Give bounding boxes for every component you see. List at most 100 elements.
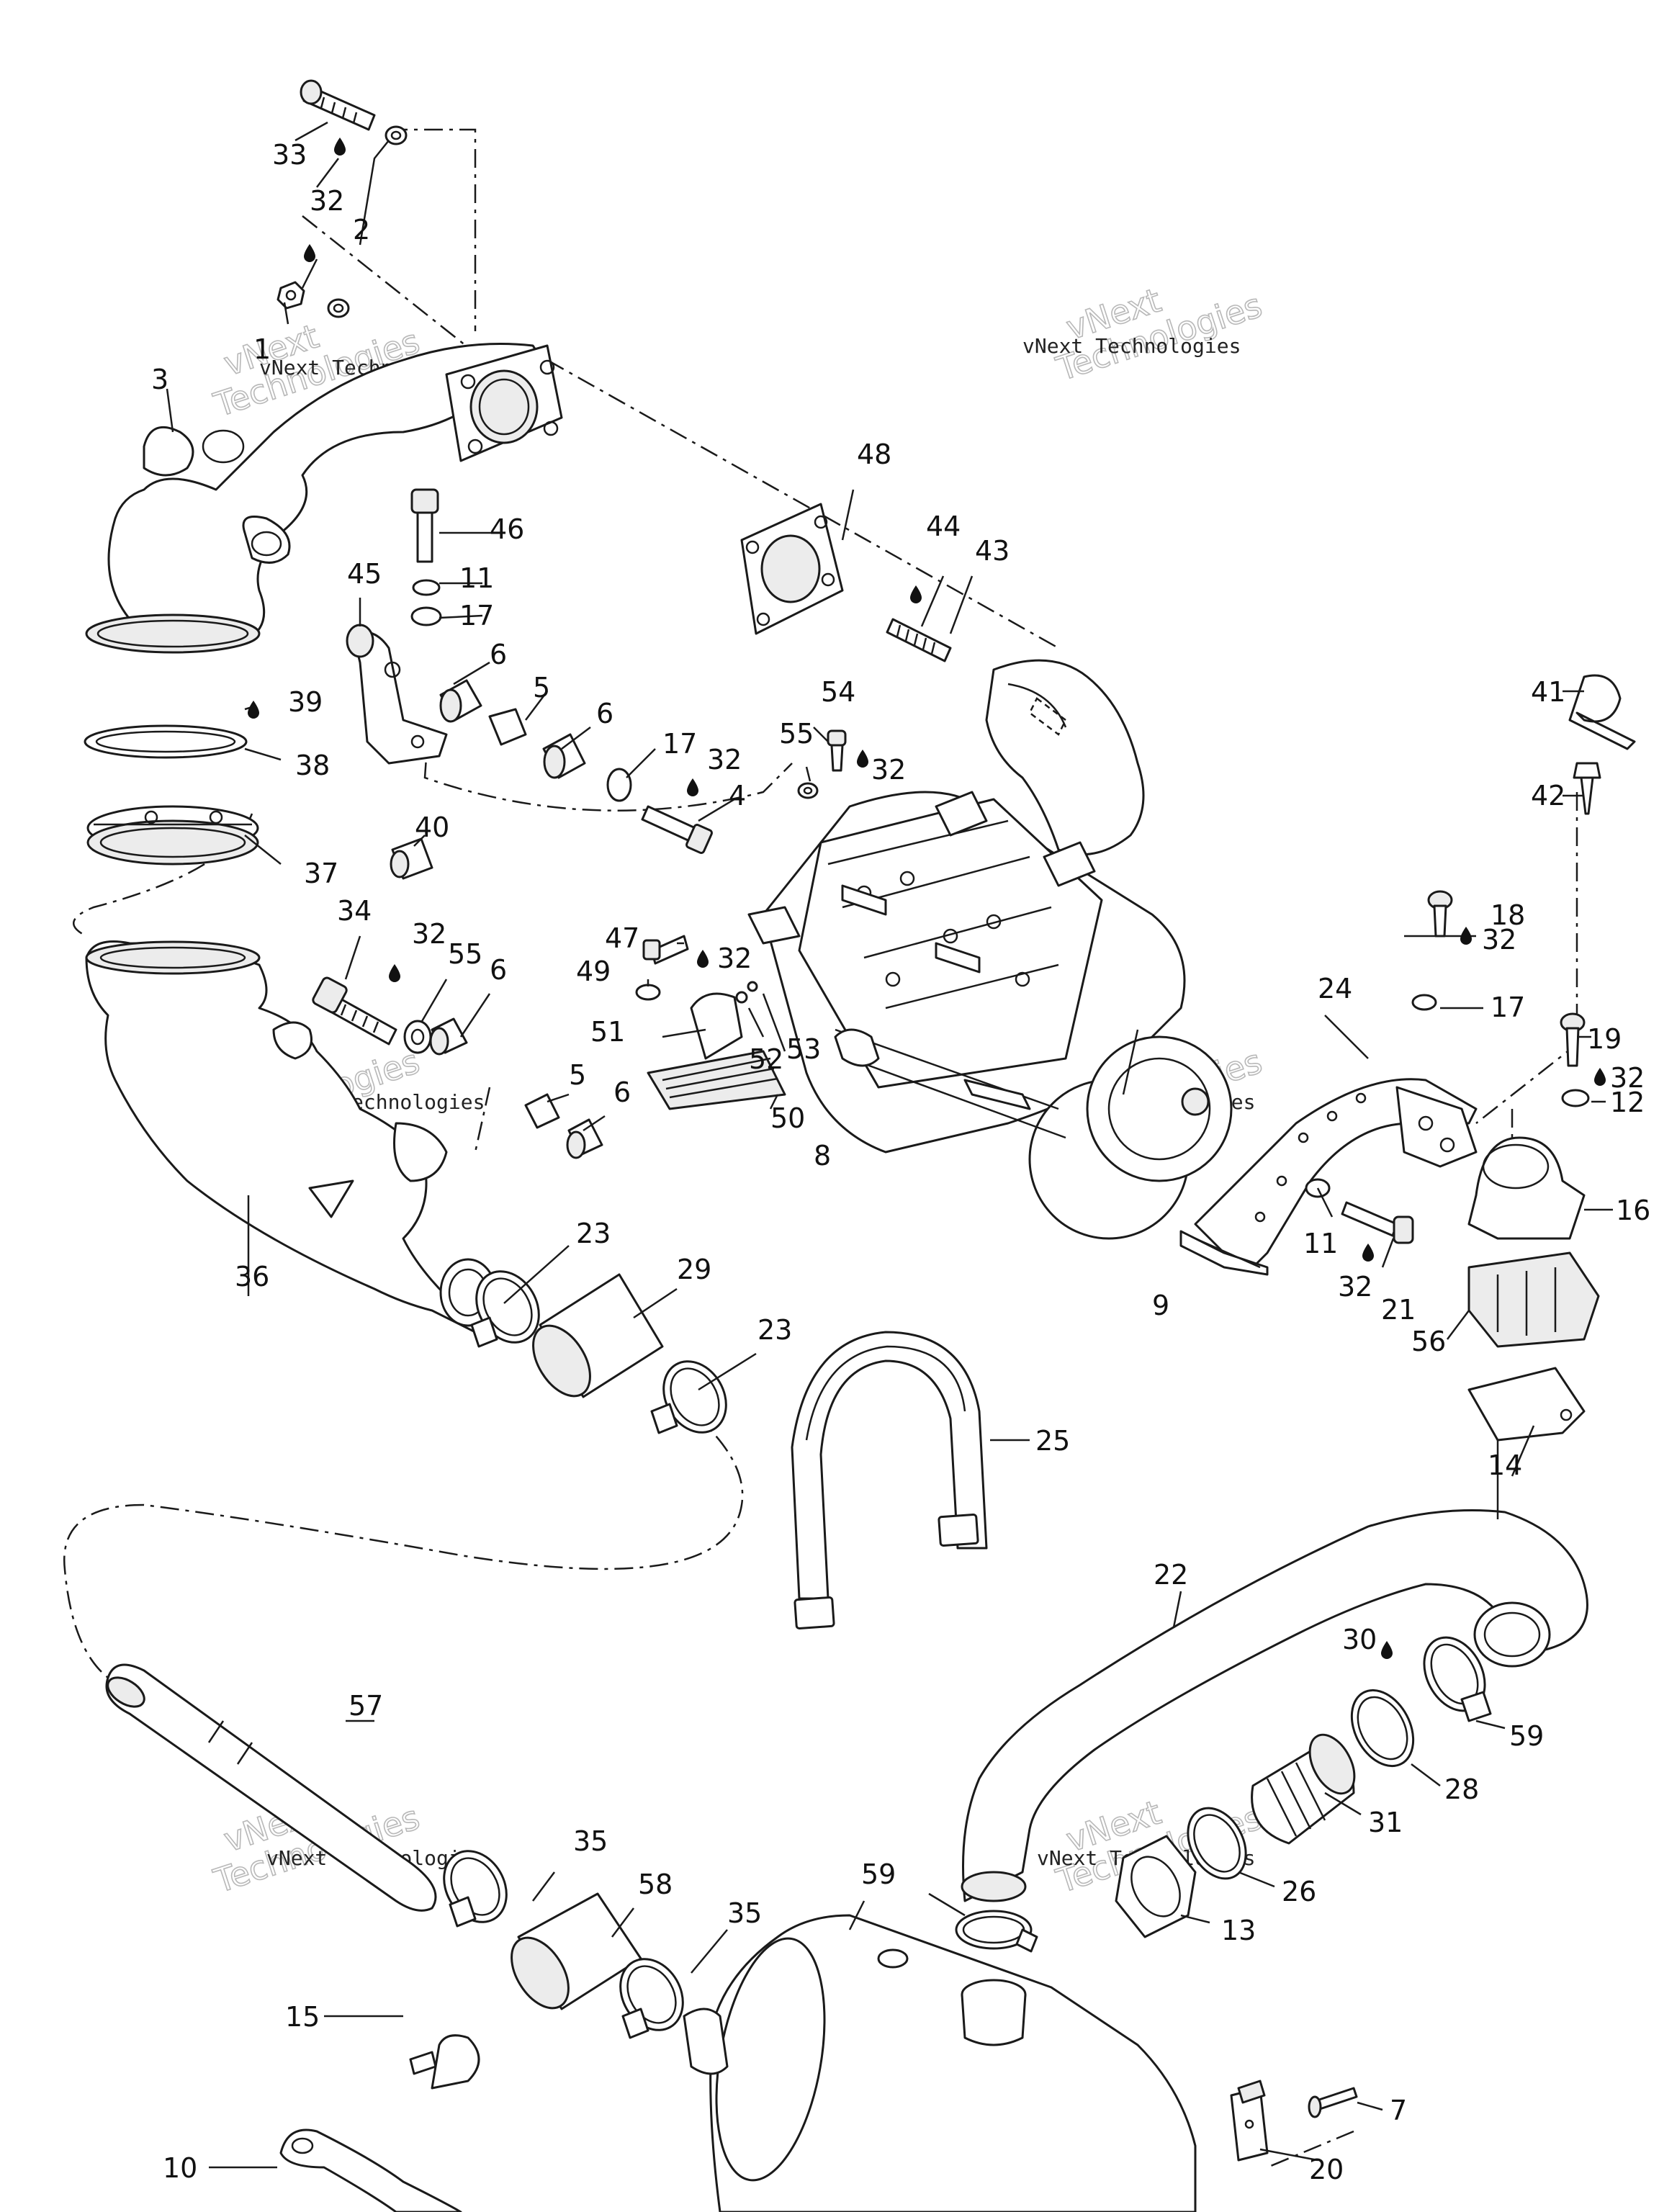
callout-59: 59 <box>861 1858 896 1890</box>
callout-41: 41 <box>1531 676 1565 708</box>
callout-17: 17 <box>1491 992 1525 1023</box>
callout-15: 15 <box>285 2001 320 2033</box>
lubricant-drop-icon <box>304 244 315 262</box>
callout-40: 40 <box>415 811 449 843</box>
leader-lines <box>166 121 1613 2169</box>
callout-14: 14 <box>1488 1449 1522 1481</box>
callout-44: 44 <box>926 511 961 542</box>
callout-35: 35 <box>573 1825 608 1857</box>
callout-20: 20 <box>1309 2154 1344 2185</box>
gasket-48 <box>740 503 844 635</box>
callout-1: 1 <box>253 333 271 365</box>
callout-22: 22 <box>1154 1559 1188 1591</box>
callout-50: 50 <box>770 1102 805 1134</box>
callout-48: 48 <box>857 439 891 470</box>
callout-8: 8 <box>814 1140 831 1172</box>
outlet-hose-22 <box>961 1509 1588 1902</box>
callout-45: 45 <box>347 558 382 590</box>
bracket-45 <box>346 488 448 765</box>
lubricant-drop-icon <box>857 750 868 768</box>
callout-2: 2 <box>353 214 370 246</box>
callout-57: 57 <box>349 1690 383 1722</box>
callout-26: 26 <box>1282 1876 1316 1907</box>
callout-32: 32 <box>412 918 446 950</box>
callout-55: 55 <box>779 718 814 750</box>
callout-23: 23 <box>576 1218 611 1249</box>
engine-assembly <box>747 659 1233 1240</box>
heat-shield <box>1179 1078 1478 1276</box>
callout-30: 30 <box>1342 1624 1377 1655</box>
callout-24: 24 <box>1318 973 1352 1004</box>
callout-6: 6 <box>613 1076 631 1108</box>
spacer-stack <box>439 679 714 855</box>
muffler-bracket <box>279 2034 480 2212</box>
callout-32: 32 <box>871 754 906 786</box>
callout-58: 58 <box>638 1869 673 1900</box>
callout-13: 13 <box>1221 1915 1256 1946</box>
callout-47: 47 <box>605 922 639 954</box>
lubricant-drop-icon <box>389 964 400 982</box>
callout-11: 11 <box>1303 1228 1338 1259</box>
callout-51: 51 <box>590 1016 625 1048</box>
callout-11: 11 <box>459 562 494 594</box>
callout-43: 43 <box>975 535 1010 567</box>
callout-31: 31 <box>1368 1807 1403 1838</box>
callout-5: 5 <box>533 672 550 703</box>
callout-7: 7 <box>1390 2095 1407 2126</box>
gasket-and-clamp <box>84 724 433 880</box>
callout-49: 49 <box>576 956 611 987</box>
callout-23: 23 <box>757 1314 792 1346</box>
callout-39: 39 <box>288 686 323 718</box>
callout-55: 55 <box>448 938 482 970</box>
coupler-29 <box>470 1270 727 1434</box>
callout-36: 36 <box>235 1261 269 1292</box>
callout-4: 4 <box>729 780 746 811</box>
lubricant-drop-icon <box>910 585 922 603</box>
callout-32: 32 <box>1482 924 1516 956</box>
outlet-fittings <box>955 1636 1492 1953</box>
callout-32: 32 <box>707 744 742 775</box>
callout-21: 21 <box>1381 1294 1416 1326</box>
callout-17: 17 <box>459 600 494 631</box>
screw-54 <box>797 729 847 799</box>
lubricant-drop-icon <box>697 950 709 968</box>
callout-6: 6 <box>490 639 507 670</box>
lubricant-drop-icon <box>248 701 259 719</box>
lubricant-drop-icon <box>1362 1244 1374 1262</box>
lubricant-drop-icon <box>1594 1068 1606 1086</box>
callout-52: 52 <box>749 1043 783 1075</box>
callout-10: 10 <box>163 2152 197 2184</box>
callout-37: 37 <box>304 858 338 889</box>
callout-34: 34 <box>337 895 372 927</box>
engine-mounts <box>1411 674 1636 1442</box>
top-fasteners <box>276 79 408 318</box>
callout-19: 19 <box>1587 1023 1622 1055</box>
callout-56: 56 <box>1411 1326 1446 1357</box>
callout-17: 17 <box>662 728 697 760</box>
callout-32: 32 <box>717 943 752 974</box>
callout-32: 32 <box>310 185 344 217</box>
callout-28: 28 <box>1444 1773 1479 1805</box>
lubricant-drop-icon <box>1460 927 1472 945</box>
rave-valve <box>635 935 786 1110</box>
callout-33: 33 <box>272 139 307 171</box>
callout-42: 42 <box>1531 780 1565 811</box>
callout-32: 32 <box>1338 1271 1372 1303</box>
callout-6: 6 <box>490 954 507 986</box>
callout-29: 29 <box>677 1254 711 1285</box>
callout-16: 16 <box>1616 1195 1650 1226</box>
stud-43 <box>886 618 952 662</box>
callout-53: 53 <box>786 1033 821 1065</box>
clip-20-and-rivet-7 <box>1230 2080 1358 2162</box>
callout-32: 32 <box>1610 1062 1645 1094</box>
callout-38: 38 <box>295 750 330 781</box>
svg-text:vNext Technologies: vNext Technologies <box>1022 334 1241 358</box>
callout-54: 54 <box>821 676 855 708</box>
lower-fasteners <box>312 976 603 1159</box>
callout-3: 3 <box>151 364 168 395</box>
coupler-58 <box>443 1850 684 2039</box>
exhaust-manifold <box>85 343 563 654</box>
lubricant-drop-icon <box>1381 1641 1393 1659</box>
muffler <box>683 1914 1197 2212</box>
